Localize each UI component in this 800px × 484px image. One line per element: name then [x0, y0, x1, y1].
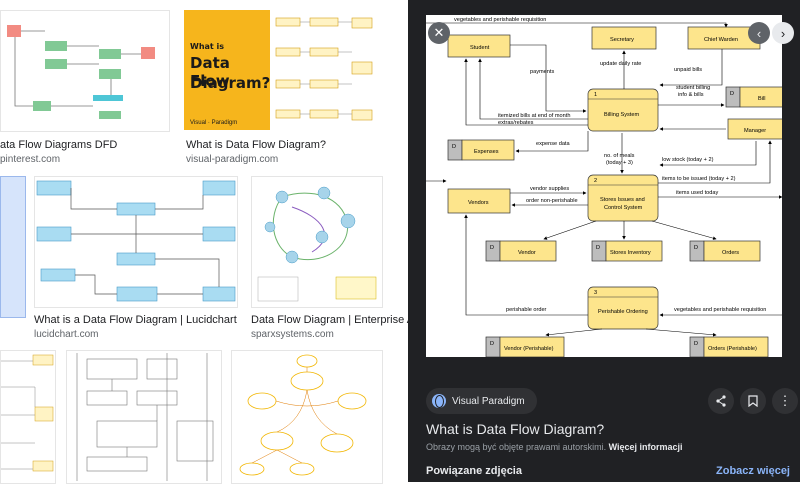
vp-heading-line3: Diagram?: [190, 74, 271, 92]
flow-items-used: items used today: [676, 190, 718, 196]
close-icon[interactable]: ✕: [428, 22, 450, 44]
result-source: visual-paradigm.com: [186, 154, 279, 165]
flow-payments: payments: [530, 69, 554, 75]
process-1-number: 1: [594, 92, 597, 98]
result-thumbnail-lucidchart[interactable]: [34, 176, 238, 308]
store-expenses-d: D: [452, 144, 456, 150]
flow-itemized: itemized bills at end of month: [498, 113, 570, 119]
process-3-label: Perishable Ordering: [598, 309, 648, 315]
store-stores-inventory-d: D: [596, 245, 600, 251]
store-stores-inventory: Stores Inventory: [610, 250, 651, 256]
copyright-text: Obrazy mogą być objęte prawami autorskim…: [426, 442, 607, 452]
flow-meals-1: no. of meals: [604, 153, 635, 159]
store-vendor: Vendor: [518, 250, 536, 256]
selected-result-edge[interactable]: [0, 176, 26, 318]
globe-icon: [432, 394, 446, 408]
flow-perishable-order: perishable order: [506, 307, 547, 313]
result-thumbnail-row3-3[interactable]: [231, 350, 383, 484]
result-title[interactable]: What is a Data Flow Diagram | Lucidchart: [34, 314, 237, 326]
result-thumbnail-pinterest[interactable]: [0, 10, 170, 132]
vp-diagram-graphic: [275, 17, 373, 121]
result-source: lucidchart.com: [34, 329, 99, 340]
result-thumbnail-row3-2[interactable]: [66, 350, 222, 484]
flow-meals-2: (today + 3): [606, 160, 633, 166]
flow-vendor-supplies: vendor supplies: [530, 186, 569, 192]
share-icon[interactable]: [708, 388, 734, 414]
flow-veg-req-top: vegetables and perishable requisition: [454, 17, 546, 23]
copyright-note: Obrazy mogą być objęte prawami autorskim…: [426, 442, 683, 452]
store-orders-perishable: Orders (Perishable): [708, 346, 757, 352]
image-title[interactable]: What is Data Flow Diagram?: [426, 421, 605, 437]
result-thumbnail-row3-1[interactable]: [0, 350, 56, 484]
store-orders-d: D: [694, 245, 698, 251]
result-title[interactable]: What is Data Flow Diagram?: [186, 139, 326, 151]
process-1-label: Billing System: [604, 112, 639, 118]
source-name: Visual Paradigm: [452, 395, 525, 407]
mindmap-thumbnail-graphic: [239, 354, 367, 476]
flow-unpaid-bills: unpaid bills: [674, 67, 702, 73]
flow-veg-req-bottom: vegetables and perishable requisition: [674, 307, 766, 313]
lucid-diagram-graphic: [36, 180, 236, 302]
store-vendor-d: D: [490, 245, 494, 251]
more-options-icon[interactable]: ⋮: [772, 388, 798, 414]
entity-secretary: Secretary: [610, 37, 634, 43]
result-title[interactable]: ata Flow Diagrams DFD: [0, 139, 118, 151]
result-thumbnail-sparx[interactable]: [251, 176, 383, 308]
store-bill-d: D: [730, 91, 734, 97]
entity-student: Student: [470, 45, 490, 51]
dfd-diagram: Student Secretary Chief Warden Manager V…: [426, 17, 782, 357]
more-info-link[interactable]: Więcej informacji: [608, 442, 683, 452]
vp-brand: Visual · Paradigm: [190, 120, 238, 126]
bookmark-icon[interactable]: [740, 388, 766, 414]
entity-vendors: Vendors: [468, 200, 489, 206]
image-viewer-panel: Student Secretary Chief Warden Manager V…: [408, 0, 800, 482]
source-chip[interactable]: Visual Paradigm: [426, 388, 537, 414]
flow-order-nonperishable: order non-perishable: [526, 198, 578, 204]
result-source: sparxsystems.com: [251, 329, 334, 340]
entity-manager: Manager: [744, 128, 766, 134]
vp-heading-line1: What is: [190, 42, 225, 51]
entity-chief-warden: Chief Warden: [704, 37, 738, 43]
store-bill: Bill: [758, 96, 765, 102]
chevron-left-icon[interactable]: ‹: [748, 22, 770, 44]
process-2-number: 2: [594, 178, 597, 184]
process-3-number: 3: [594, 290, 597, 296]
dfd-thumbnail-graphic: [1, 354, 54, 472]
store-vendor-perishable-d: D: [490, 341, 494, 347]
result-source: pinterest.com: [0, 154, 61, 165]
store-orders-perishable-d: D: [694, 341, 698, 347]
flow-items-issued: items to be issued (today + 2): [662, 176, 736, 182]
store-vendor-perishable: Vendor (Perishable): [504, 346, 554, 352]
store-expenses: Expenses: [474, 149, 499, 155]
flow-update-daily: update daily rate: [600, 61, 641, 67]
dfd-thumbnail-graphic: [7, 25, 155, 119]
flow-expense-data: expense data: [536, 141, 570, 147]
flow-student-billing-1: student billing: [676, 85, 710, 91]
flow-extras: extras/rebates: [498, 120, 534, 126]
sparx-diagram-graphic: [257, 186, 377, 302]
store-orders: Orders: [722, 250, 739, 256]
flow-student-billing-2: info & bills: [678, 92, 704, 98]
result-thumbnail-visual-paradigm[interactable]: What is Data Flow Diagram? Visual · Para…: [184, 10, 381, 130]
see-more-link[interactable]: Zobacz więcej: [716, 465, 790, 477]
vp-cover: What is Data Flow Diagram? Visual · Para…: [184, 10, 270, 130]
result-title[interactable]: Data Flow Diagram | Enterprise Ar...: [251, 314, 427, 326]
process-2-label-line1: Stores Issues and: [600, 197, 645, 203]
flow-low-stock: low stock (today + 2): [662, 157, 714, 163]
process-2-label-line2: Control System: [604, 205, 643, 211]
related-images-heading: Powiązane zdjęcia: [426, 465, 522, 477]
chevron-right-icon[interactable]: ›: [772, 22, 794, 44]
sequence-thumbnail-graphic: [76, 353, 214, 481]
vp-heading-line2: Data Flow: [190, 54, 230, 90]
preview-image[interactable]: Student Secretary Chief Warden Manager V…: [426, 15, 782, 357]
